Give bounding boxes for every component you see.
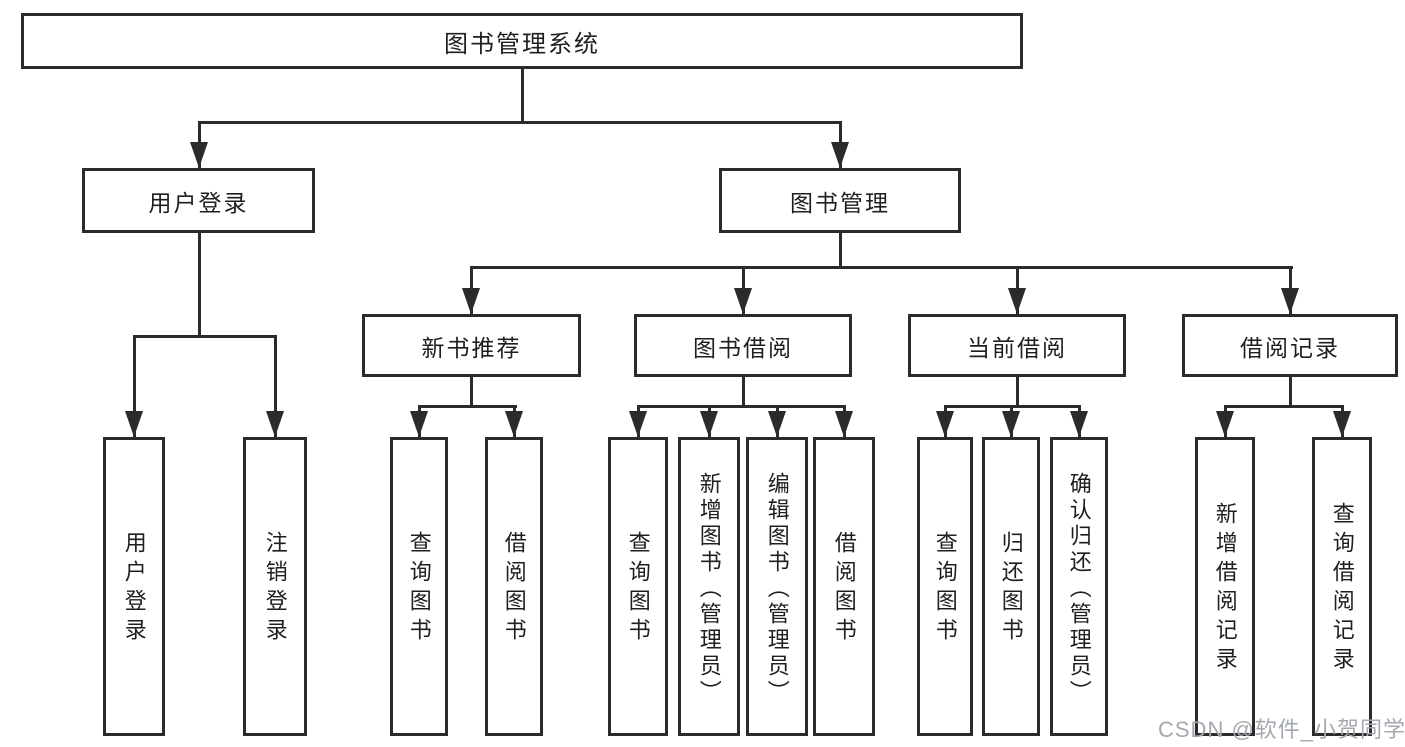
connector-line xyxy=(637,405,846,408)
node-leaf-query-books-3: 查询图书 xyxy=(917,437,973,736)
arrowhead-down-icon xyxy=(835,411,853,437)
node-leaf-borrow-books-1: 借阅图书 xyxy=(485,437,543,736)
arrowhead-down-icon xyxy=(936,411,954,437)
arrowhead-down-icon xyxy=(700,411,718,437)
connector-line xyxy=(418,405,517,408)
arrowhead-down-icon xyxy=(462,288,480,314)
connector-line xyxy=(274,335,277,437)
connector-line xyxy=(1016,377,1019,408)
connector-line xyxy=(521,67,524,123)
node-leaf-query-borrow-record: 查询借阅记录 xyxy=(1312,437,1372,736)
arrowhead-down-icon xyxy=(831,142,849,168)
node-library-system-root: 图书管理系统 xyxy=(21,13,1023,69)
node-book-borrow: 图书借阅 xyxy=(634,314,852,377)
node-leaf-return-book: 归还图书 xyxy=(982,437,1040,736)
arrowhead-down-icon xyxy=(190,142,208,168)
arrowhead-down-icon xyxy=(1216,411,1234,437)
node-leaf-query-books-2: 查询图书 xyxy=(608,437,668,736)
node-current-borrow: 当前借阅 xyxy=(908,314,1126,377)
node-leaf-edit-book-admin: 编辑图书（管理员） xyxy=(746,437,808,736)
watermark: CSDN @软件_小贺同学 xyxy=(1158,717,1405,742)
connector-line xyxy=(198,233,201,338)
node-borrow-records: 借阅记录 xyxy=(1182,314,1398,377)
connector-line xyxy=(1289,377,1292,408)
arrowhead-down-icon xyxy=(1281,288,1299,314)
node-user-login: 用户登录 xyxy=(82,168,315,233)
connector-line xyxy=(133,335,277,338)
connector-line xyxy=(470,266,1293,269)
arrowhead-down-icon xyxy=(410,411,428,437)
connector-line xyxy=(198,121,842,124)
arrowhead-down-icon xyxy=(1070,411,1088,437)
node-book-management: 图书管理 xyxy=(719,168,961,233)
node-leaf-add-borrow-record: 新增借阅记录 xyxy=(1195,437,1255,736)
arrowhead-down-icon xyxy=(505,411,523,437)
node-leaf-add-book-admin: 新增图书（管理员） xyxy=(678,437,740,736)
arrowhead-down-icon xyxy=(768,411,786,437)
node-leaf-borrow-books-2: 借阅图书 xyxy=(813,437,875,736)
arrowhead-down-icon xyxy=(629,411,647,437)
node-leaf-logout: 注销登录 xyxy=(243,437,307,736)
node-leaf-confirm-return-admin: 确认归还（管理员） xyxy=(1050,437,1108,736)
connector-line xyxy=(839,233,842,269)
node-leaf-user-login: 用户登录 xyxy=(103,437,165,736)
connector-line xyxy=(470,377,473,408)
connector-line xyxy=(133,335,136,437)
connector-line xyxy=(1224,405,1344,408)
arrowhead-down-icon xyxy=(1008,288,1026,314)
node-new-book-recommend: 新书推荐 xyxy=(362,314,581,377)
arrowhead-down-icon xyxy=(266,411,284,437)
node-leaf-query-books-1: 查询图书 xyxy=(390,437,448,736)
connector-line xyxy=(742,377,745,408)
arrowhead-down-icon xyxy=(1002,411,1020,437)
arrowhead-down-icon xyxy=(1333,411,1351,437)
arrowhead-down-icon xyxy=(734,288,752,314)
arrowhead-down-icon xyxy=(125,411,143,437)
